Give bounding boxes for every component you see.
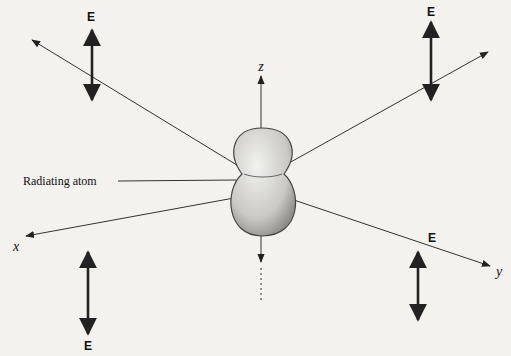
ray-line <box>282 196 490 266</box>
field-label: E <box>427 232 437 244</box>
field-label: E <box>426 6 436 18</box>
field-label: E <box>86 11 96 23</box>
field-arrow <box>91 30 94 100</box>
field-label: E <box>83 340 93 352</box>
z-axis-dotted <box>261 268 262 300</box>
leader-line <box>118 180 236 181</box>
field-arrow <box>430 22 433 100</box>
field-arrow <box>87 252 90 334</box>
axis-label: y <box>495 265 503 279</box>
field-arrows <box>88 22 431 334</box>
ray-line <box>32 40 245 170</box>
ray-lines <box>26 40 490 300</box>
z-axis-down <box>261 235 262 262</box>
atom-shape <box>231 128 296 236</box>
field-arrow <box>417 252 420 320</box>
atom-waist <box>244 174 282 177</box>
z-axis <box>261 76 262 130</box>
ray-line <box>280 52 488 168</box>
ray-line <box>26 196 245 236</box>
axis-label: z <box>257 60 264 74</box>
axis-label: x <box>12 240 20 254</box>
atom-label: Radiating atom <box>22 175 98 187</box>
